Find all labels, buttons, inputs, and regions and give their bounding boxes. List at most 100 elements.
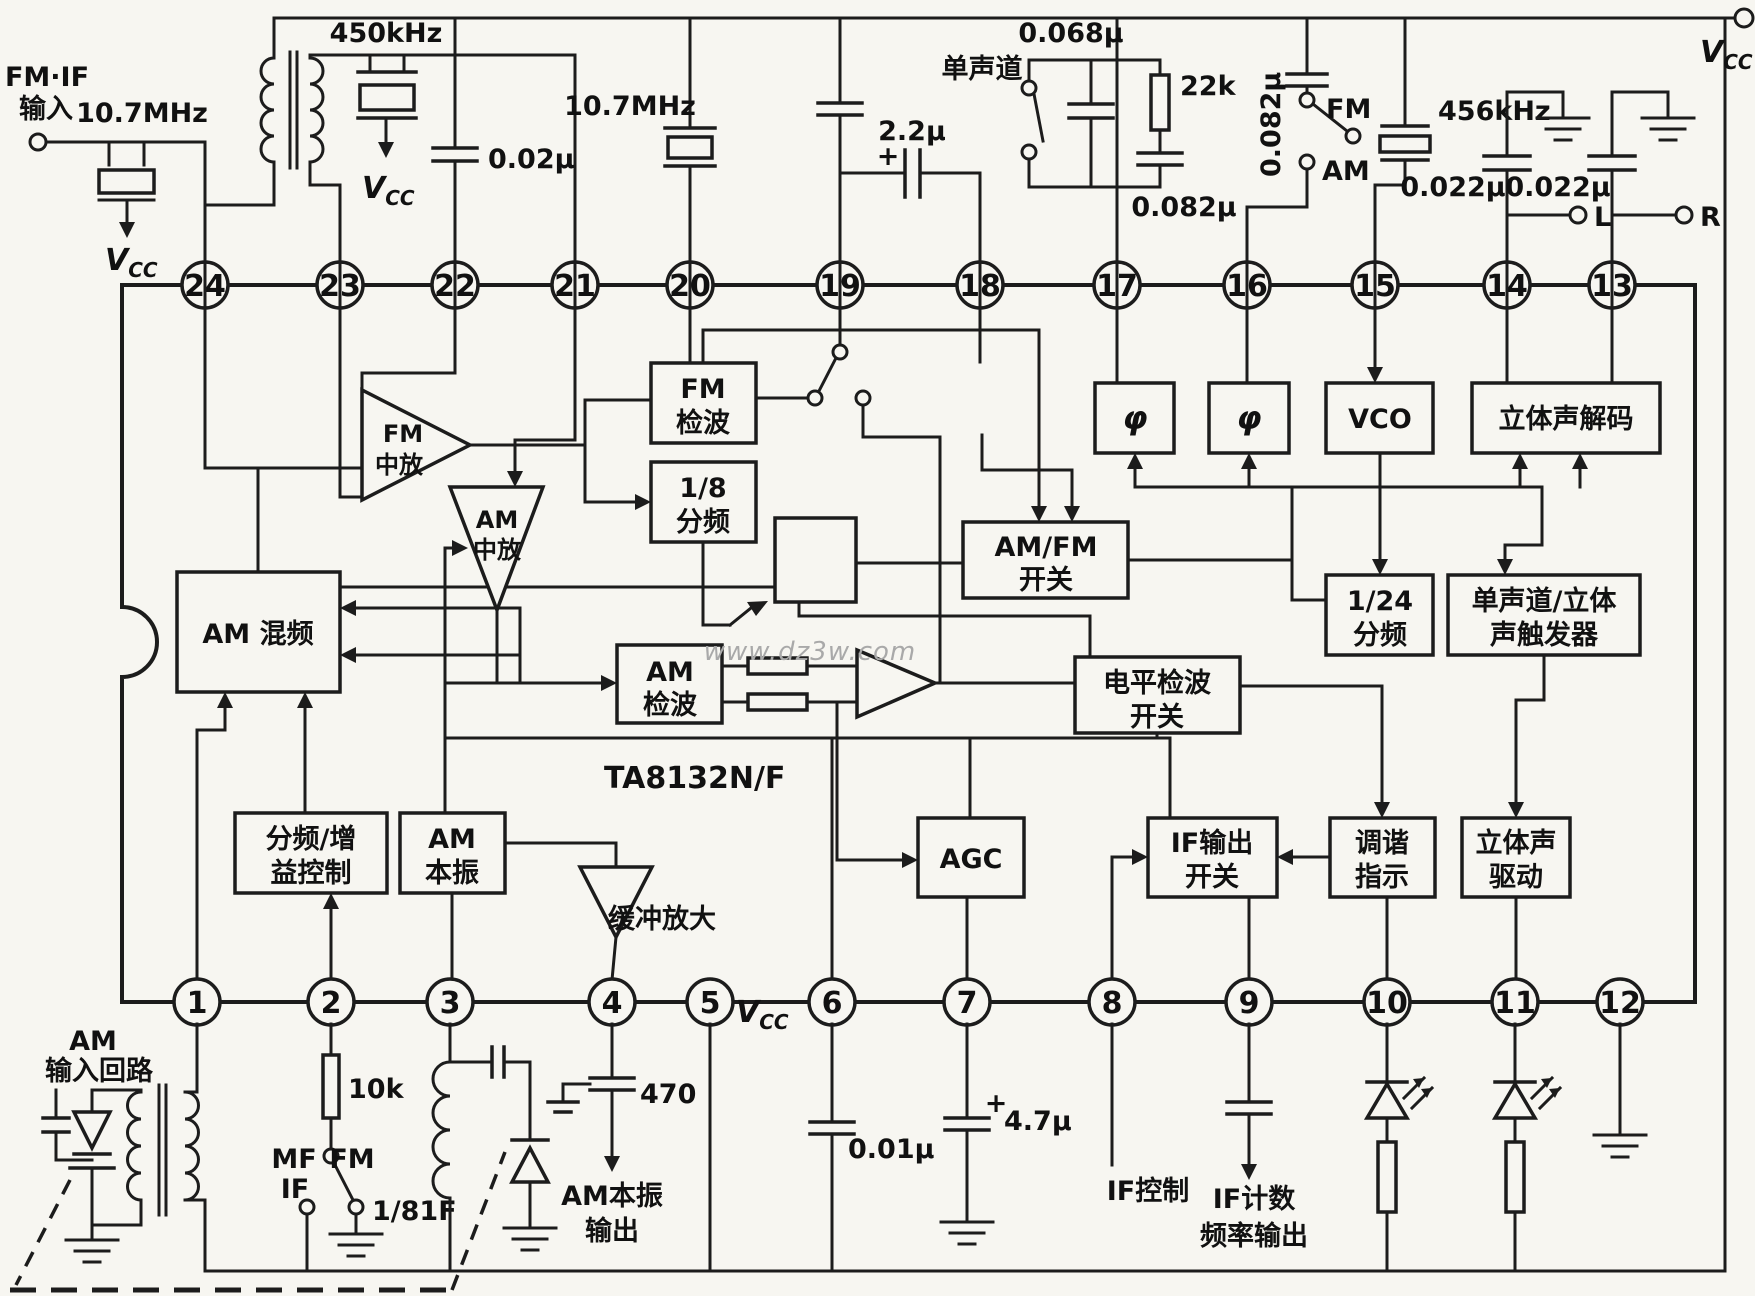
transformer-450khz	[203, 50, 577, 265]
svg-text:1/8: 1/8	[679, 473, 726, 504]
left-out-terminal	[1568, 205, 1588, 225]
pin-bottom-9: 9	[1224, 977, 1274, 1027]
block-am-oscillator: AM 本振	[398, 811, 507, 895]
svg-text:2: 2	[321, 986, 342, 1021]
label-am-loop-2: 输入回路	[45, 1055, 154, 1087]
label-470: 470	[640, 1079, 696, 1110]
svg-text:7: 7	[957, 986, 978, 1021]
buffer-amp	[577, 865, 655, 941]
label-0-022u-b: 0.022μ	[1505, 172, 1610, 203]
svg-text:AM: AM	[428, 824, 476, 855]
label-left: L	[1594, 202, 1611, 233]
label-sw2-fm: FM	[329, 1144, 374, 1175]
svg-text:1: 1	[187, 986, 208, 1021]
comparator	[855, 647, 940, 720]
gang-link-left	[14, 1179, 72, 1286]
block-level-detector-switch: 电平检波 开关	[1073, 655, 1242, 735]
pin-bottom-12: 12	[1595, 977, 1645, 1027]
label-sw-am: AM	[1322, 156, 1370, 187]
block-fm-if-amp: FM 中放	[360, 387, 474, 503]
svg-text:中放: 中放	[375, 451, 424, 479]
svg-text:AM 混频: AM 混频	[202, 619, 313, 650]
label-am-out-1: AM本振	[561, 1181, 663, 1212]
svg-text:8: 8	[1102, 986, 1123, 1021]
block-phase-detector-1: φ	[1093, 381, 1176, 455]
part-number: TA8132N/F	[604, 761, 785, 796]
cap-pin19-and-2-2u	[816, 101, 982, 265]
block-stereo-decoder: 立体声解码	[1470, 381, 1662, 455]
pin-bottom-5: 5	[685, 977, 735, 1027]
svg-text:5: 5	[700, 986, 721, 1021]
label-if-count-2: 频率输出	[1200, 1220, 1308, 1252]
label-10-7mhz-input: 10.7MHz	[76, 98, 208, 129]
pin-top-15: 15	[1350, 260, 1400, 310]
label-if-control: IF控制	[1107, 1176, 1190, 1207]
cap-0-02u	[431, 53, 577, 265]
svg-text:9: 9	[1239, 986, 1260, 1021]
pin-bottom-1: 1	[172, 977, 222, 1027]
svg-text:检波: 检波	[643, 689, 698, 721]
cap-0-01u	[808, 1022, 856, 1273]
svg-text:AM/FM: AM/FM	[995, 532, 1098, 563]
svg-text:11: 11	[1494, 986, 1536, 1021]
resonator-456khz-circuit	[1373, 124, 1432, 265]
watermark: www.dz3w.com	[704, 637, 916, 667]
svg-text:φ: φ	[1122, 399, 1147, 437]
label-1-81f: 1/81F	[372, 1196, 457, 1227]
pin-bottom-10: 10	[1362, 977, 1412, 1027]
resonator-456khz	[1378, 134, 1432, 154]
pin-bottom-2: 2	[306, 977, 356, 1027]
label-am-loop-1: AM	[69, 1026, 117, 1057]
block-am-detector: AM 检波	[615, 643, 724, 725]
vcc-label-pin5: VCC	[736, 995, 789, 1034]
svg-text:VCO: VCO	[1348, 404, 1412, 435]
resistor-10k	[321, 1053, 341, 1120]
led-icon	[1363, 1080, 1411, 1120]
svg-text:单声道/立体: 单声道/立体	[1472, 585, 1618, 617]
am-osc-tank	[431, 1022, 558, 1273]
block-amfm-switch: AM/FM 开关	[961, 520, 1130, 600]
block-agc: AGC	[916, 816, 1026, 899]
mono-switch-network	[1020, 58, 1184, 189]
svg-text:分频: 分频	[1353, 620, 1407, 651]
svg-text:指示: 指示	[1355, 862, 1409, 893]
block-vco: VCO	[1324, 381, 1435, 455]
discriminator-10mhz	[663, 126, 717, 265]
pin-row-bottom: 1 2 3 4 5 6 7 8 9 10 11 12	[172, 977, 1645, 1027]
svg-text:开关: 开关	[1130, 702, 1184, 733]
pin-bottom-11: 11	[1490, 977, 1540, 1027]
block-mono-stereo-trigger: 单声道/立体 声触发器	[1446, 573, 1642, 657]
label-22k: 22k	[1180, 71, 1237, 102]
label-0-068u: 0.068μ	[1018, 18, 1123, 49]
label-right: R	[1700, 202, 1721, 233]
svg-text:4: 4	[602, 986, 623, 1021]
ic-body-outline	[120, 283, 1697, 1004]
svg-text:IF输出: IF输出	[1171, 827, 1254, 859]
fm-if-input-terminal	[28, 132, 48, 152]
am-input-loop	[41, 1022, 207, 1273]
pin-bottom-3: 3	[425, 977, 475, 1027]
resistor-led-2	[1504, 1140, 1526, 1214]
block-fm-detector: FM 检波	[649, 361, 758, 445]
label-456khz: 456kHz	[1438, 96, 1551, 127]
varactor-diode-1	[71, 1110, 113, 1152]
resonator-10mhz	[666, 135, 714, 160]
plus-2-2u: +	[877, 141, 900, 172]
led-chain-pin11	[1491, 1022, 1563, 1273]
fm-if-label-1: FM·IF	[5, 62, 89, 93]
block-phase-detector-2: φ	[1207, 381, 1291, 455]
label-if: IF	[281, 1174, 310, 1205]
vcc-label-input: VCC	[105, 243, 158, 282]
plus-4-7u: +	[985, 1088, 1008, 1119]
svg-text:益控制: 益控制	[271, 858, 352, 889]
label-2-2u: 2.2μ	[878, 116, 946, 147]
svg-text:AGC: AGC	[940, 844, 1003, 875]
svg-text:分频: 分频	[676, 507, 730, 538]
label-0-082u-h: 0.082μ	[1131, 192, 1236, 223]
svg-text:驱动: 驱动	[1489, 862, 1543, 893]
svg-text:FM: FM	[680, 374, 725, 405]
block-if-output-switch: IF输出 开关	[1146, 816, 1279, 899]
svg-text:本振: 本振	[425, 858, 479, 889]
fm-if-input-circuit	[28, 132, 207, 265]
